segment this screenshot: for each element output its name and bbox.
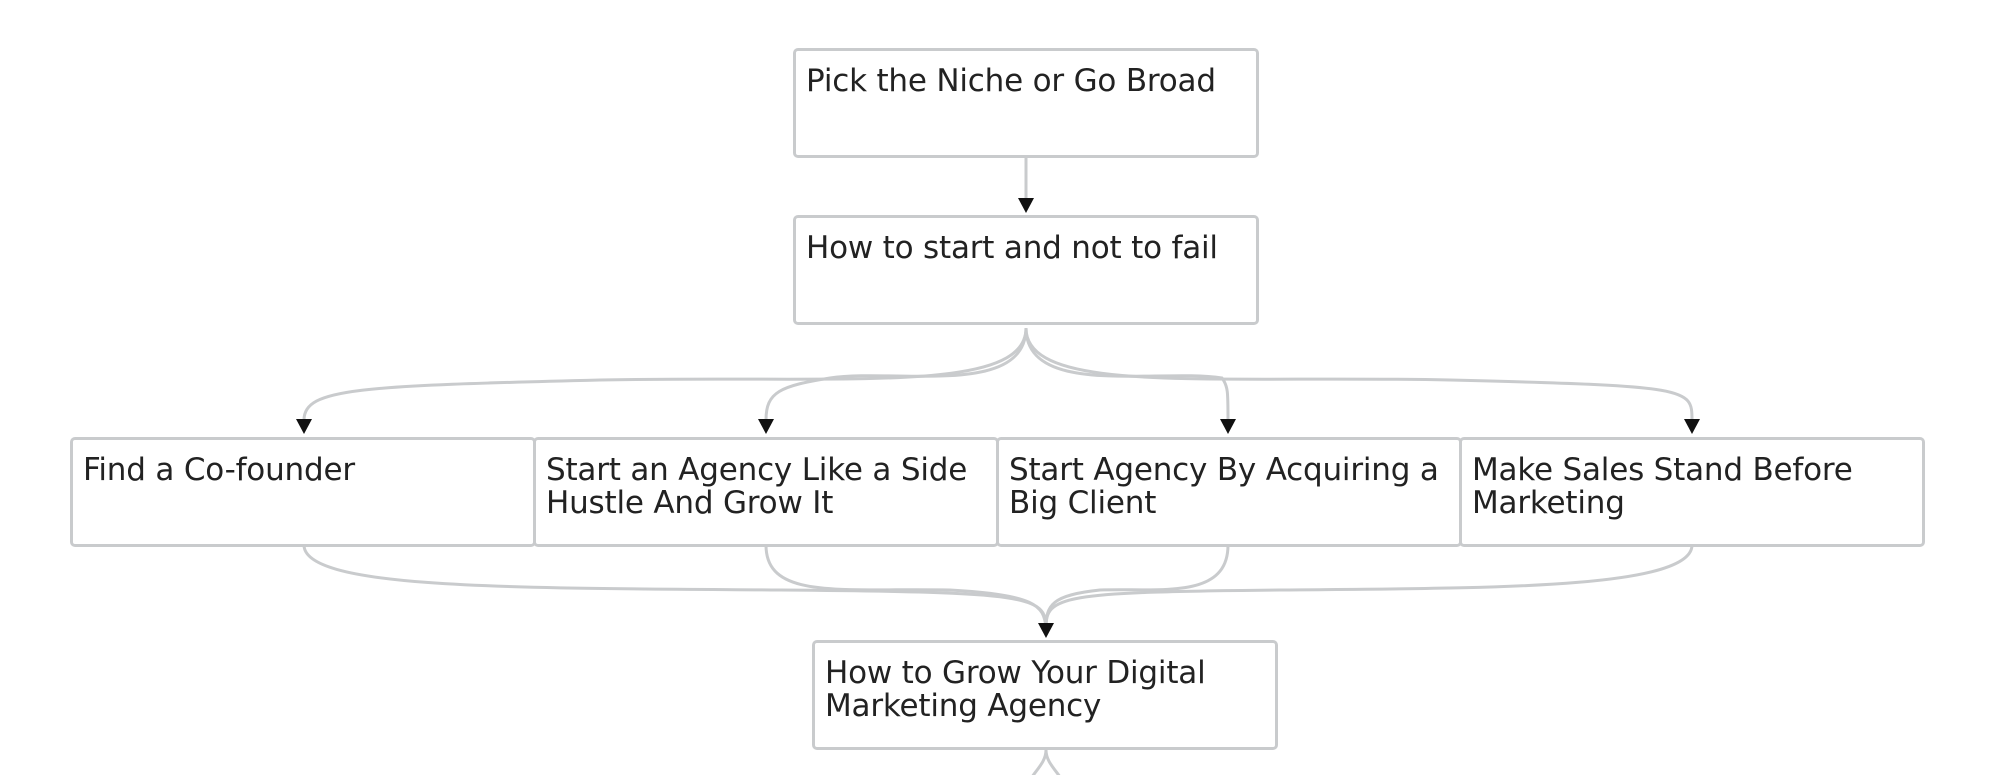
node-label: How to start and not to fail xyxy=(806,230,1218,266)
connector-big-client-to-grow xyxy=(1044,544,1230,629)
connector-start-to-big-client xyxy=(1024,327,1230,421)
node-how-to-start[interactable]: How to start and not to fail xyxy=(793,215,1259,325)
connector-grow-outgoing-left xyxy=(1031,749,1048,775)
node-side-hustle[interactable]: Start an Agency Like a Side Hustle And G… xyxy=(533,437,999,547)
connector-start-to-sales xyxy=(1024,327,1694,421)
arrowhead-cofounder xyxy=(296,419,312,434)
node-label: Pick the Niche or Go Broad xyxy=(806,63,1216,99)
arrowhead-sales xyxy=(1684,419,1700,434)
connector-start-to-cofounder xyxy=(302,327,1028,421)
node-pick-niche[interactable]: Pick the Niche or Go Broad xyxy=(793,48,1259,158)
node-label: Start an Agency Like a Side Hustle And G… xyxy=(546,452,968,521)
node-label: Find a Co-founder xyxy=(83,452,355,488)
connector-grow-outgoing-right xyxy=(1044,749,1061,775)
node-label: Start Agency By Acquiring a Big Client xyxy=(1009,452,1439,521)
arrowhead-side-hustle xyxy=(758,419,774,434)
node-find-cofounder[interactable]: Find a Co-founder xyxy=(70,437,536,547)
node-label: How to Grow Your Digital Marketing Agenc… xyxy=(825,655,1206,724)
connector-side-hustle-to-grow xyxy=(764,544,1048,629)
connector-start-to-side-hustle xyxy=(764,327,1028,421)
connector-cofounder-to-grow xyxy=(302,544,1048,629)
arrowhead-start xyxy=(1018,198,1034,213)
arrowhead-big-client xyxy=(1220,419,1236,434)
node-sales-before-marketing[interactable]: Make Sales Stand Before Marketing xyxy=(1459,437,1925,547)
arrowhead-grow xyxy=(1038,623,1054,638)
node-big-client[interactable]: Start Agency By Acquiring a Big Client xyxy=(996,437,1462,547)
node-label: Make Sales Stand Before Marketing xyxy=(1472,452,1853,521)
node-grow-agency[interactable]: How to Grow Your Digital Marketing Agenc… xyxy=(812,640,1278,750)
connector-sales-to-grow xyxy=(1044,544,1694,629)
